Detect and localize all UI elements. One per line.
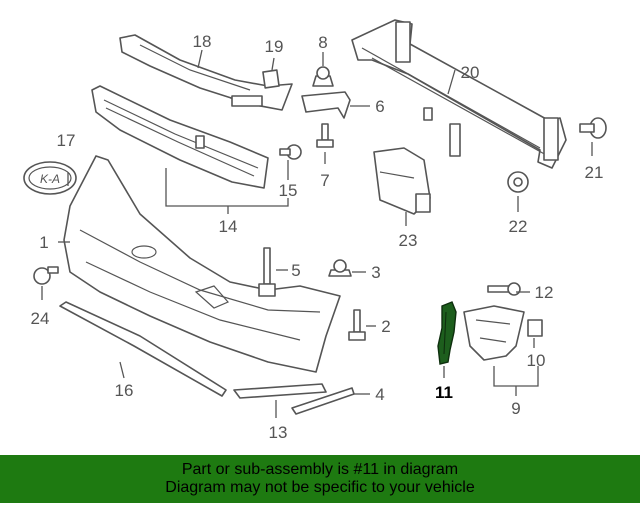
part-2-bolt[interactable]: [348, 309, 366, 341]
svg-text:K-A: K-A: [40, 172, 60, 186]
callout-11: 11: [435, 383, 453, 402]
part-3-nut[interactable]: [328, 259, 352, 277]
parts-diagram: K-A: [23, 19, 607, 442]
part-5-bolt[interactable]: [258, 247, 276, 297]
part-7-bolt[interactable]: [316, 123, 334, 148]
callout-12: 12: [535, 283, 554, 302]
banner-line-2: Diagram may not be specific to your vehi…: [165, 479, 475, 496]
callout-2: 2: [381, 317, 390, 336]
callout-14: 14: [219, 217, 238, 236]
callout-6: 6: [375, 97, 384, 116]
callout-21: 21: [585, 163, 604, 182]
callout-20: 20: [461, 63, 480, 82]
callout-16: 16: [115, 381, 134, 400]
callout-labels: 18 19 8 6 20 7 15 17 21 22 23 14 1 5 3 1…: [31, 32, 604, 442]
part-13-molding[interactable]: [233, 383, 327, 399]
callout-1: 1: [39, 233, 48, 252]
callout-5: 5: [291, 261, 300, 280]
callout-15: 15: [279, 181, 298, 200]
part-24-clip[interactable]: [33, 266, 59, 285]
part-14-grille[interactable]: [91, 85, 269, 189]
callout-9: 9: [511, 399, 520, 418]
callout-19: 19: [265, 37, 284, 56]
callout-13: 13: [269, 423, 288, 442]
leader-lines: [41, 49, 593, 418]
part-9-bracket[interactable]: [463, 305, 525, 361]
callout-24: 24: [31, 309, 50, 328]
part-19-clip[interactable]: [262, 69, 280, 89]
part-10-clip[interactable]: [527, 319, 543, 337]
part-1-bumper-cover[interactable]: [63, 155, 341, 373]
banner-line-1: Part or sub-assembly is #11 in diagram: [181, 461, 459, 478]
callout-7: 7: [320, 171, 329, 190]
part-21-bolt[interactable]: [579, 117, 607, 139]
callout-10: 10: [527, 351, 546, 370]
callout-17: 17: [57, 131, 76, 150]
part-23-sensor-bracket[interactable]: [373, 147, 431, 215]
callout-22: 22: [509, 217, 528, 236]
callout-23: 23: [399, 231, 418, 250]
part-17-emblem[interactable]: K-A: [23, 161, 77, 195]
part-20-bumper-beam[interactable]: [351, 19, 567, 169]
part-8-nut[interactable]: [312, 66, 334, 87]
part-6-bracket[interactable]: [301, 91, 351, 119]
part-12-bolt[interactable]: [487, 282, 521, 296]
callout-4: 4: [375, 385, 384, 404]
info-banner: Part or sub-assembly is #11 in diagram D…: [0, 455, 640, 503]
part-11-highlighted[interactable]: [437, 301, 457, 365]
callout-18: 18: [193, 32, 212, 51]
callout-3: 3: [371, 263, 380, 282]
part-18-upper-grille-support[interactable]: [119, 34, 293, 111]
part-22-nut[interactable]: [507, 171, 529, 193]
callout-8: 8: [318, 33, 327, 52]
part-15-bolt[interactable]: [279, 144, 302, 160]
part-16-lower-strip[interactable]: [59, 301, 227, 397]
